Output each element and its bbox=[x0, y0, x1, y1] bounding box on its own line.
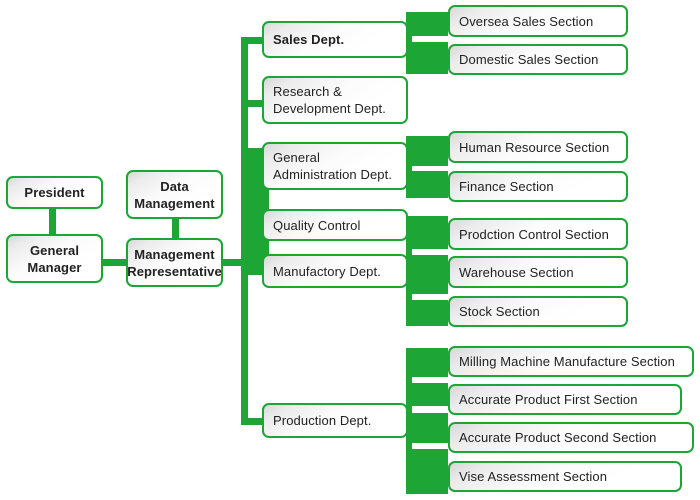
node-sales-dept-line-1: Sales Dept. bbox=[273, 32, 345, 47]
connector-production-divider-2 bbox=[412, 406, 448, 413]
node-president[interactable]: President bbox=[6, 176, 103, 209]
node-milling-machine-manufacture-section-line-1: Milling Machine Manufacture Section bbox=[459, 354, 675, 369]
node-accurate-product-first-section[interactable]: Accurate Product First Section bbox=[448, 384, 682, 415]
node-quality-control[interactable]: Quality Control bbox=[262, 209, 408, 241]
node-accurate-product-second-section-line-1: Accurate Product Second Section bbox=[459, 430, 657, 445]
connector-production-divider-3 bbox=[412, 443, 448, 449]
node-accurate-product-second-section[interactable]: Accurate Product Second Section bbox=[448, 422, 694, 453]
node-data-management-line-2: Management bbox=[134, 195, 215, 211]
connector-president-to-general-manager bbox=[49, 204, 56, 234]
node-milling-machine-manufacture-section[interactable]: Milling Machine Manufacture Section bbox=[448, 346, 694, 377]
node-warehouse-section-line-1: Warehouse Section bbox=[459, 264, 574, 280]
connector-data-management-to-management-representative bbox=[172, 218, 179, 238]
node-general-administration-dept-line-2: Administration Dept. bbox=[273, 167, 393, 182]
node-management-representative-line-2: Representative bbox=[127, 263, 222, 279]
node-human-resource-section[interactable]: Human Resource Section bbox=[448, 131, 628, 163]
node-finance-section[interactable]: Finance Section bbox=[448, 171, 628, 202]
node-sales-dept[interactable]: Sales Dept. bbox=[262, 21, 408, 58]
connector-management-representative-to-trunk bbox=[223, 259, 248, 266]
node-manufactory-dept-line-1: Manufactory Dept. bbox=[273, 263, 381, 279]
node-stock-section[interactable]: Stock Section bbox=[448, 296, 628, 327]
node-stock-section-line-1: Stock Section bbox=[459, 304, 540, 319]
node-oversea-sales-section[interactable]: Oversea Sales Section bbox=[448, 5, 628, 37]
connector-sales-dept-divider bbox=[412, 36, 448, 42]
connector-trunk-to-sales-dept bbox=[241, 37, 269, 44]
node-production-dept[interactable]: Production Dept. bbox=[262, 403, 408, 438]
connector-production-divider-1 bbox=[412, 377, 448, 383]
node-general-administration-dept-line-1: General bbox=[273, 150, 320, 165]
node-president-line-1: President bbox=[24, 185, 85, 200]
node-warehouse-section[interactable]: Warehouse Section bbox=[448, 256, 628, 288]
node-research-development-dept[interactable]: Research & Development Dept. bbox=[262, 76, 408, 124]
node-finance-section-line-1: Finance Section bbox=[459, 179, 554, 194]
connector-manufactory-dept-hub bbox=[406, 216, 448, 326]
node-management-representative[interactable]: Management Representative bbox=[126, 238, 223, 287]
connector-production-divider-4 bbox=[412, 459, 448, 460]
connector-trunk-to-production-dept bbox=[241, 418, 269, 425]
node-management-representative-line-1: Management bbox=[134, 246, 215, 262]
connector-trunk-to-manufactory-dept bbox=[241, 268, 269, 275]
connector-sales-dept-hub bbox=[406, 12, 448, 74]
connector-production-dept-spur bbox=[418, 360, 448, 408]
node-data-management[interactable]: Data Management bbox=[126, 170, 223, 219]
connector-manufactory-divider-2 bbox=[412, 294, 448, 300]
node-domestic-sales-section[interactable]: Domestic Sales Section bbox=[448, 44, 628, 75]
connector-general-manager-to-management-representative bbox=[103, 259, 128, 266]
node-prodction-control-section[interactable]: Prodction Control Section bbox=[448, 218, 628, 250]
connector-manufactory-divider-1 bbox=[412, 249, 448, 255]
node-general-administration-dept[interactable]: General Administration Dept. bbox=[262, 142, 408, 190]
node-vise-assessment-section-line-1: Vise Assessment Section bbox=[459, 469, 608, 484]
node-vise-assessment-section[interactable]: Vise Assessment Section bbox=[448, 461, 682, 492]
node-general-manager-line-1: General bbox=[29, 242, 80, 258]
node-human-resource-section-line-1: Human Resource Section bbox=[459, 139, 610, 155]
node-research-development-dept-line-2: Development Dept. bbox=[273, 101, 386, 116]
node-production-dept-line-1: Production Dept. bbox=[273, 413, 372, 428]
connector-trunk-to-quality-control bbox=[241, 221, 269, 228]
connector-trunk-to-research-development-dept bbox=[241, 100, 269, 107]
node-prodction-control-section-line-1: Prodction Control Section bbox=[459, 226, 609, 242]
node-manufactory-dept[interactable]: Manufactory Dept. bbox=[262, 254, 408, 288]
node-domestic-sales-section-line-1: Domestic Sales Section bbox=[459, 52, 599, 67]
node-quality-control-line-1: Quality Control bbox=[273, 217, 361, 233]
node-oversea-sales-section-line-1: Oversea Sales Section bbox=[459, 13, 594, 29]
node-accurate-product-first-section-line-1: Accurate Product First Section bbox=[459, 392, 638, 407]
connector-trunk-to-general-administration-dept bbox=[241, 163, 269, 170]
node-research-development-dept-line-1: Research & bbox=[273, 84, 342, 99]
node-general-manager-line-2: Manager bbox=[27, 259, 82, 275]
node-data-management-line-1: Data bbox=[160, 178, 189, 194]
connector-general-administration-divider bbox=[412, 166, 448, 171]
node-general-manager[interactable]: General Manager bbox=[6, 234, 103, 283]
